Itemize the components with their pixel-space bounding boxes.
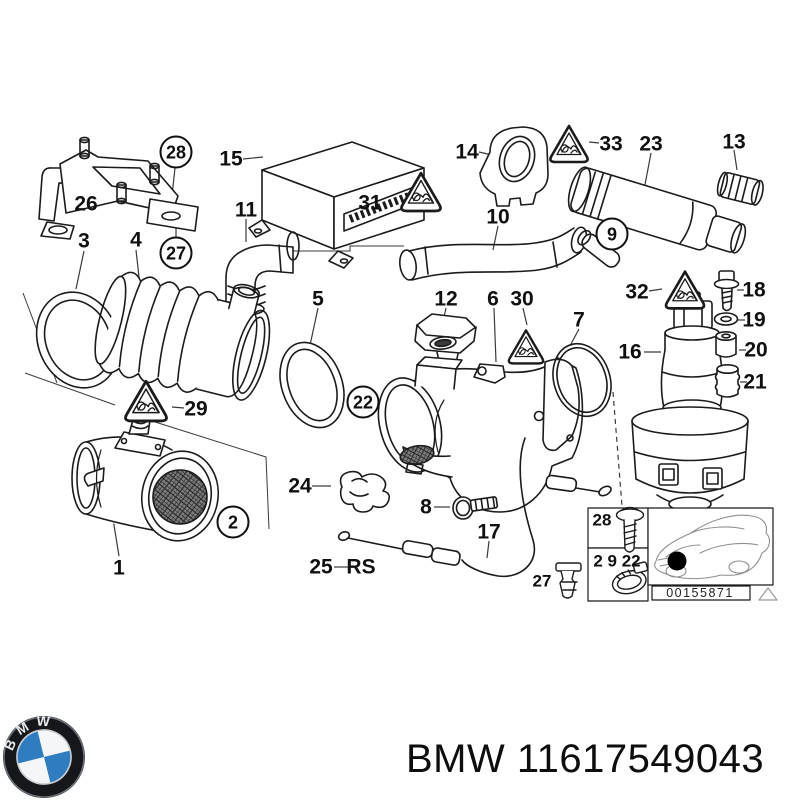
o-ring-part-7 [552, 342, 612, 418]
recycle-triangle-icon-32 [664, 270, 706, 310]
cap-part-13 [716, 171, 764, 206]
recycle-triangle-icon-33 [549, 124, 589, 164]
screw-part-8 [452, 496, 499, 520]
clip-part-24 [339, 470, 390, 513]
maf-sensor-part-1 [71, 415, 220, 542]
part-number-text: 11617549043 [516, 737, 765, 781]
intake-boot-part-6 [377, 356, 584, 513]
tube-part-10 [399, 226, 588, 281]
grommet-part-21 [714, 363, 741, 398]
recycle-triangle-icon-29 [124, 379, 168, 423]
bush-part-20 [715, 330, 737, 358]
ring-part-5 [279, 341, 345, 429]
bellows-part-4 [94, 271, 271, 401]
sensor-part-12 [414, 313, 477, 364]
canister-part-23 [567, 166, 747, 268]
clamp-part-14 [479, 126, 549, 207]
washer-part-19 [713, 312, 739, 326]
inset-hose-clamp-icon [611, 561, 649, 595]
inset-screw-icon [615, 506, 645, 553]
brand-text: BMW [406, 737, 506, 781]
inset-code: 00155871 [666, 586, 734, 600]
footer-caption: BMW 11617549043 [406, 737, 764, 782]
inset-rivet-icon [555, 562, 582, 599]
ecu-part-15 [248, 141, 425, 269]
bmw-roundel-icon: BMW [0, 708, 85, 798]
throttle-cable-part-17 [337, 437, 612, 578]
bracket-part-26 [38, 136, 199, 240]
location-dot [667, 551, 687, 571]
recycle-triangle-icon-30 [507, 329, 545, 365]
bolt-part-18 [713, 270, 740, 312]
corner-triangle-icon [758, 587, 778, 601]
fastener-inset [555, 506, 778, 602]
